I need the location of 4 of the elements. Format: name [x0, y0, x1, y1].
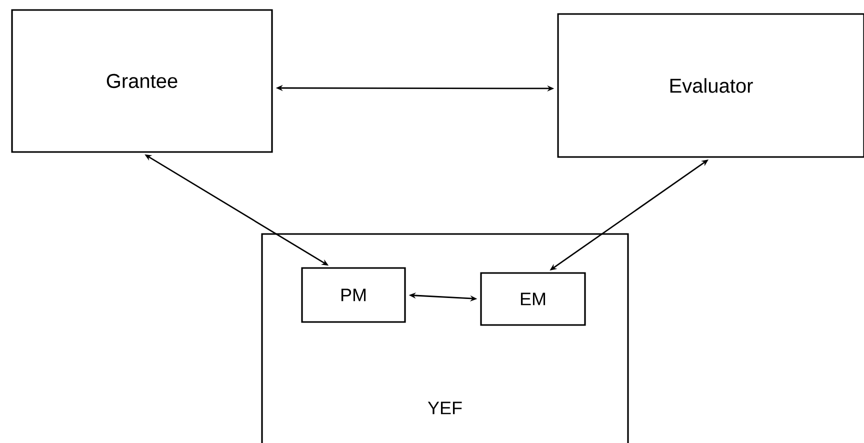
process-box: EM [480, 272, 586, 326]
process-box: Grantee [11, 9, 273, 153]
process-box: Evaluator [557, 13, 864, 158]
process-box: PM [301, 267, 406, 323]
